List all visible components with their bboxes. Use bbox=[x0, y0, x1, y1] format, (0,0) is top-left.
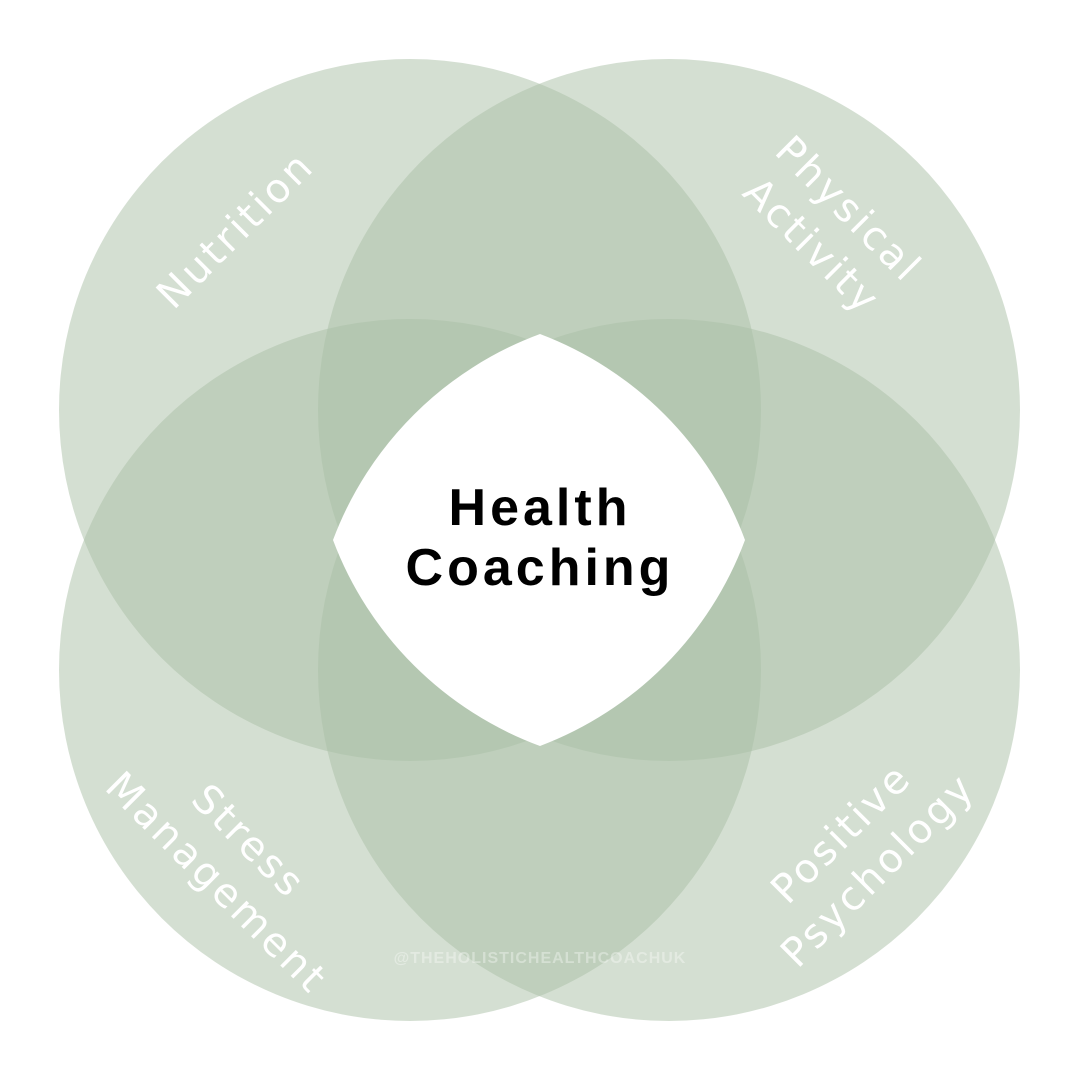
center-title: Health Coaching bbox=[340, 478, 740, 598]
center-lens bbox=[333, 334, 745, 746]
title-line: Coaching bbox=[405, 539, 675, 597]
watermark: @THEHOLISTICHEALTHCOACHUK bbox=[393, 950, 687, 967]
title-line: Health bbox=[448, 479, 632, 537]
